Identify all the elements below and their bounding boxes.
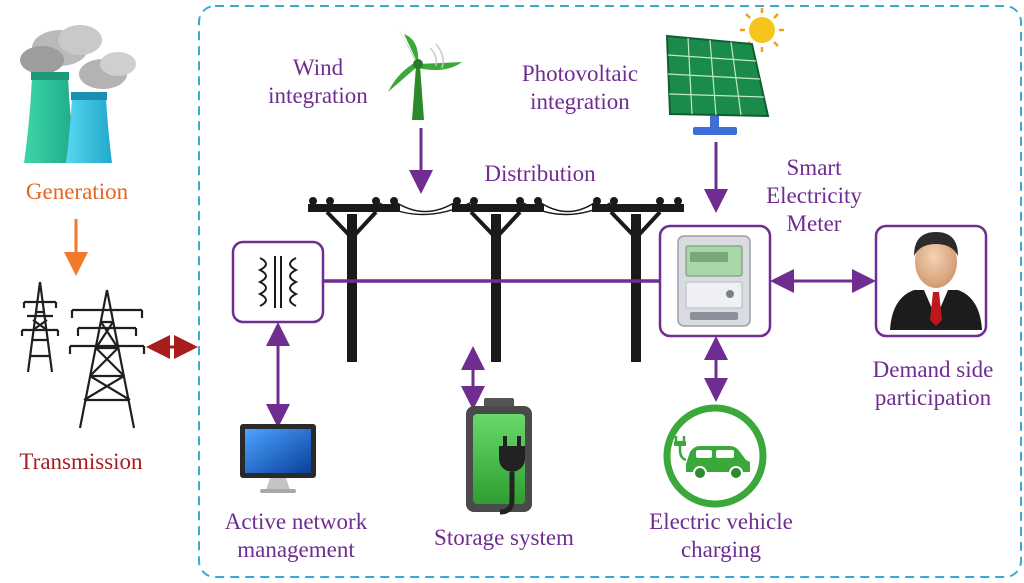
power-plant-icon — [20, 25, 136, 163]
businessman-icon — [890, 232, 982, 330]
transmission-label: Transmission — [19, 449, 143, 474]
monitor-icon — [240, 424, 316, 493]
smart-grid-boundary — [198, 5, 1022, 578]
transformer-coil-icon — [257, 256, 299, 308]
plug-icon — [499, 436, 525, 515]
solar-panel-icon — [665, 34, 770, 135]
utility-pole-icon — [308, 197, 684, 362]
generation-label: Generation — [25, 179, 129, 204]
distribution-label: Distribution — [484, 161, 596, 186]
transformer-icon — [231, 240, 325, 324]
smart-meter-icon — [677, 235, 751, 327]
wind-turbine-icon — [388, 28, 462, 120]
battery-icon — [466, 398, 532, 512]
sun-icon — [740, 8, 784, 52]
transmission-tower-icon — [20, 281, 146, 429]
storage-system-label: Storage system — [434, 525, 574, 550]
electric-car-icon — [663, 404, 767, 508]
